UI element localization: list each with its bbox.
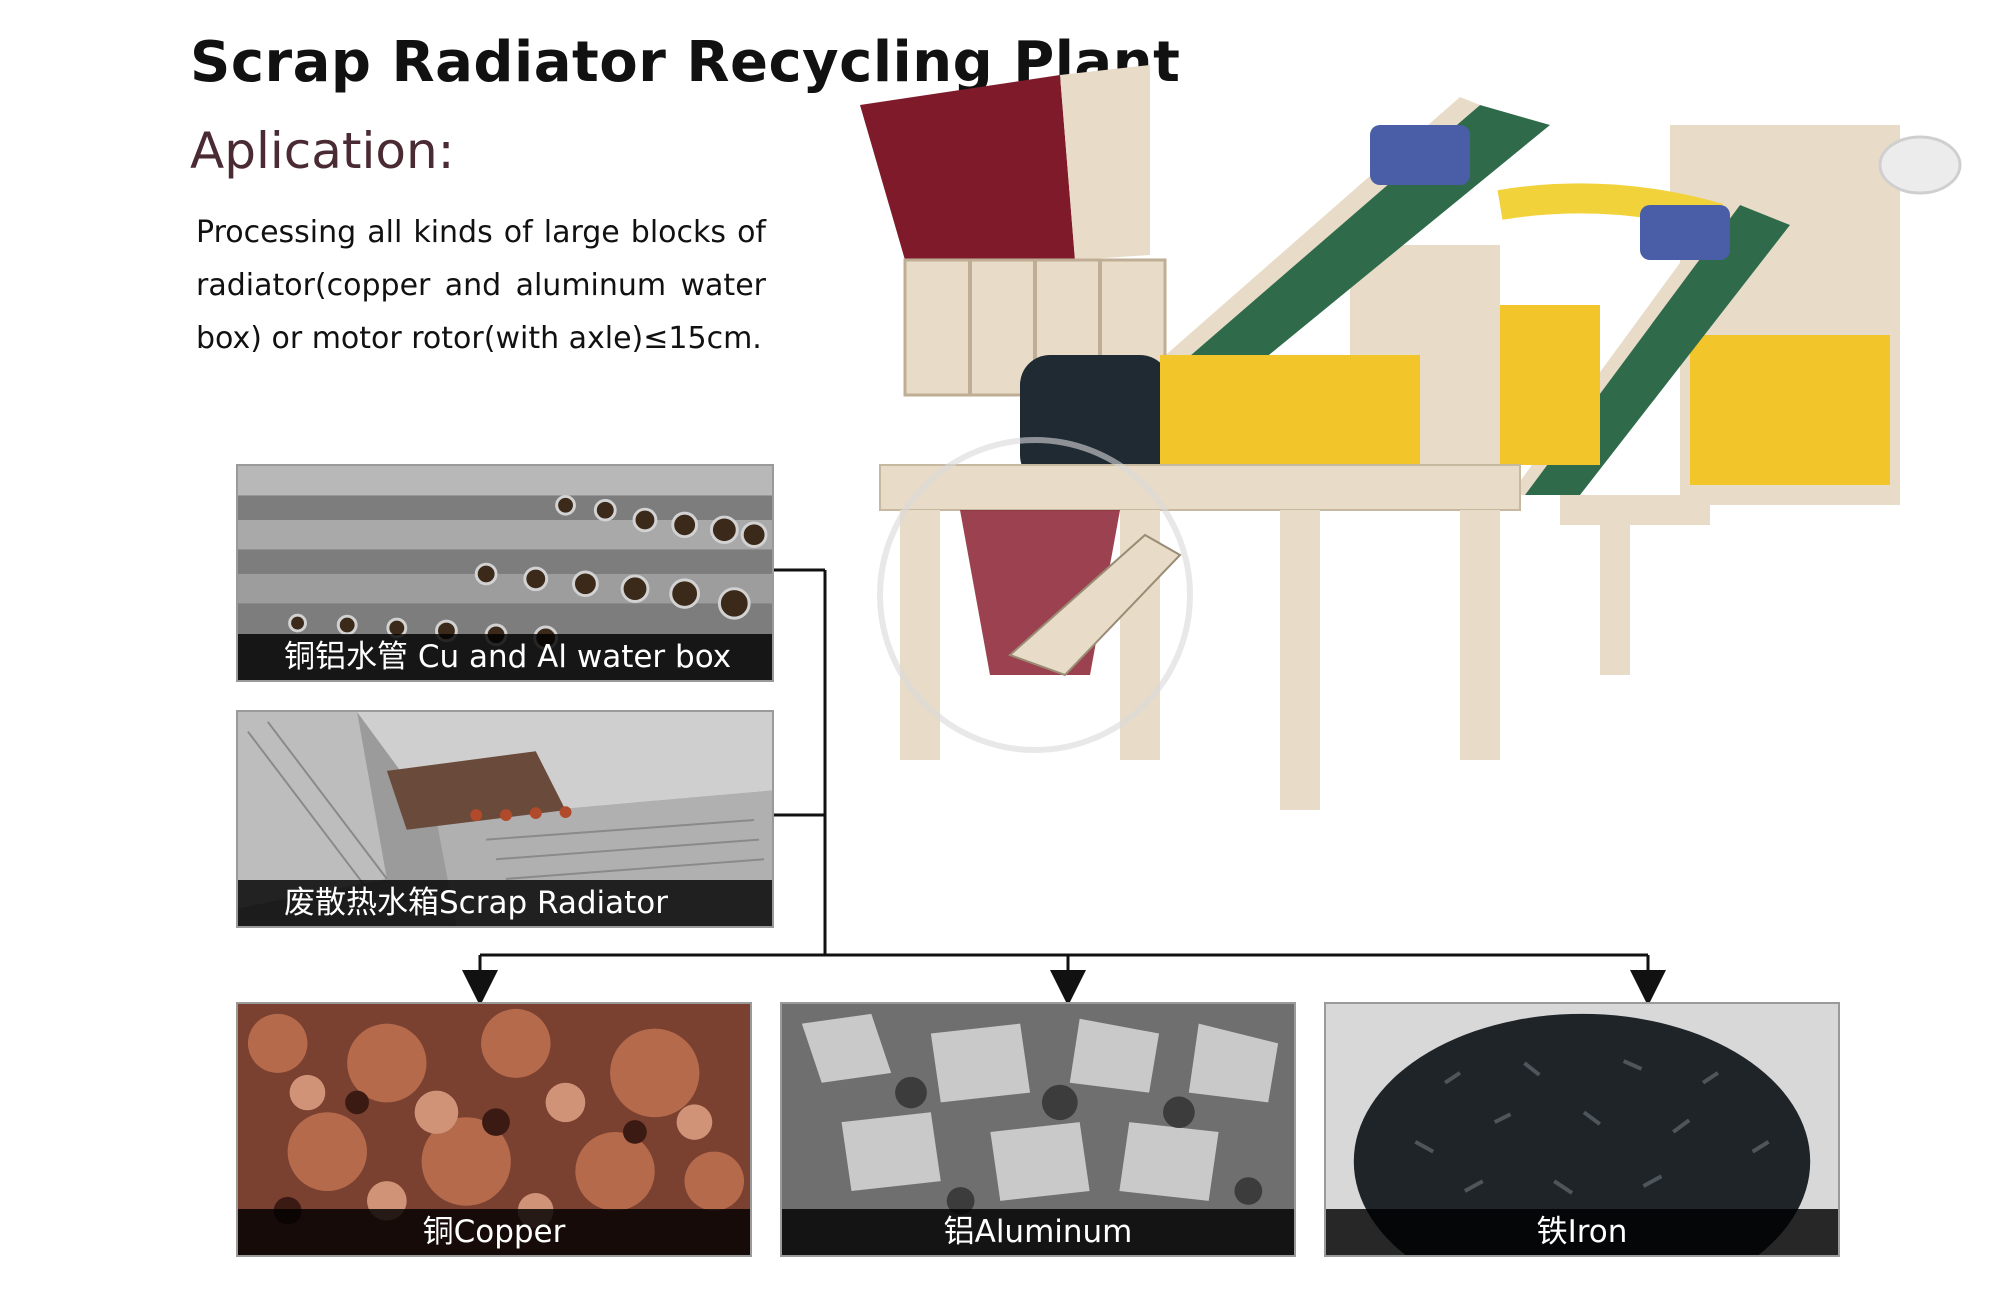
output-photo-copper: 铜Copper <box>236 1002 752 1257</box>
copper-image <box>238 1004 750 1255</box>
input-label-water-box: 铜铝水管 Cu and Al water box <box>238 634 772 680</box>
output-label-copper: 铜Copper <box>238 1209 750 1255</box>
output-label-aluminum: 铝Aluminum <box>782 1209 1294 1255</box>
output-label-iron: 铁Iron <box>1326 1209 1838 1255</box>
section-heading: Aplication: <box>190 122 455 180</box>
output-photo-aluminum: 铝Aluminum <box>780 1002 1296 1257</box>
input-label-scrap-radiator: 废散热水箱Scrap Radiator <box>238 880 772 926</box>
input-photo-water-box: 铜铝水管 Cu and Al water box <box>236 464 774 682</box>
recycling-plant-machine-illustration <box>860 65 1962 810</box>
output-photo-iron: 铁Iron <box>1324 1002 1840 1257</box>
application-description: Processing all kinds of large blocks of … <box>196 215 766 356</box>
input-photo-scrap-radiator: 废散热水箱Scrap Radiator <box>236 710 774 928</box>
